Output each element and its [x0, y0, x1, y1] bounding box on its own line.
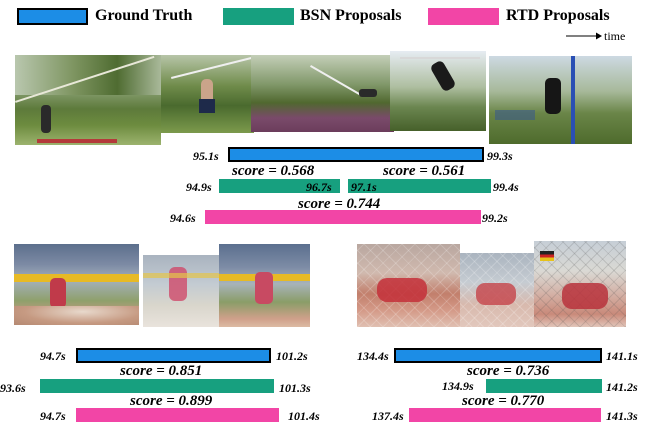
video-frame-9	[357, 244, 460, 327]
video-frame-5	[489, 56, 632, 144]
p1-bsn-end: 99.4s	[493, 180, 519, 194]
p1-rtd-bar	[205, 210, 481, 224]
p1-rtd-end: 99.2s	[482, 211, 508, 225]
legend-ground-truth-label: Ground Truth	[95, 7, 193, 24]
p3-rtd-score: score = 0.770	[462, 393, 545, 409]
p3-bsn-start: 134.9s	[442, 379, 474, 393]
p1-rtd-score: score = 0.744	[298, 196, 381, 212]
legend-rtd-swatch	[428, 8, 499, 25]
video-frame-1	[15, 55, 161, 145]
legend-bsn-label: BSN Proposals	[300, 7, 402, 24]
p2-bsn-bar	[40, 379, 274, 393]
p2-bsn-score: score = 0.851	[120, 363, 203, 379]
time-label: time	[604, 29, 626, 43]
p3-gt-end: 141.1s	[606, 349, 638, 363]
p1-bsn-bar-b	[348, 179, 491, 193]
video-frame-6	[14, 244, 139, 325]
video-frame-10	[460, 253, 534, 327]
p3-bsn-bar	[486, 379, 602, 393]
p1-gt-end: 99.3s	[487, 149, 513, 163]
video-frame-7	[143, 255, 219, 327]
legend-rtd-label: RTD Proposals	[506, 7, 610, 24]
video-frame-4	[390, 51, 486, 131]
p2-bsn-start: 93.6s	[0, 381, 26, 395]
video-frame-3	[251, 55, 394, 132]
p2-rtd-score: score = 0.899	[130, 393, 213, 409]
video-frame-8	[219, 244, 310, 327]
video-frame-11	[534, 241, 626, 327]
p1-bsn-mid-b: 97.1s	[351, 180, 377, 194]
legend-bsn-swatch	[223, 8, 294, 25]
p3-rtd-end: 141.3s	[606, 409, 638, 423]
p3-gt-start: 134.4s	[357, 349, 389, 363]
p2-bsn-end: 101.3s	[279, 381, 311, 395]
p3-bsn-end: 141.2s	[606, 380, 638, 394]
p1-bsn-score-a: score = 0.568	[232, 163, 315, 179]
p1-bsn-mid-a: 96.7s	[306, 180, 332, 194]
video-frame-2	[161, 55, 254, 133]
p1-ground-truth-bar	[228, 147, 484, 162]
p2-ground-truth-bar	[76, 348, 271, 363]
p3-rtd-bar	[409, 408, 601, 422]
p2-gt-end: 101.2s	[276, 349, 308, 363]
p1-bsn-start: 94.9s	[186, 180, 212, 194]
p2-rtd-start: 94.7s	[40, 409, 66, 423]
p3-rtd-start: 137.4s	[372, 409, 404, 423]
time-arrow-icon	[566, 32, 602, 40]
legend-ground-truth-swatch	[17, 8, 88, 25]
p3-bsn-score: score = 0.736	[467, 363, 550, 379]
p2-gt-start: 94.7s	[40, 349, 66, 363]
p1-gt-start: 95.1s	[193, 149, 219, 163]
p1-bsn-bar-a	[219, 179, 340, 193]
p1-bsn-score-b: score = 0.561	[383, 163, 466, 179]
p1-rtd-start: 94.6s	[170, 211, 196, 225]
p3-ground-truth-bar	[394, 348, 602, 363]
p2-rtd-end: 101.4s	[288, 409, 320, 423]
p2-rtd-bar	[76, 408, 279, 422]
